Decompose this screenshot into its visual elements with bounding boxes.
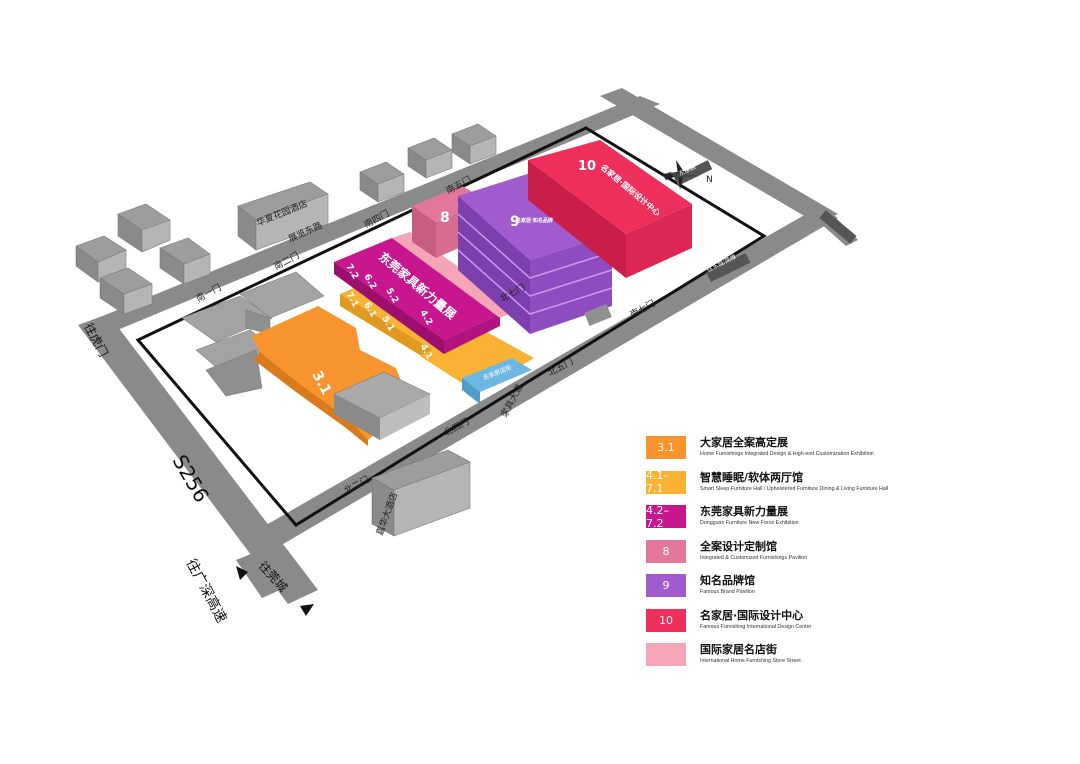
road-right: [600, 88, 838, 224]
legend-badge: 4.1–7.1: [646, 469, 686, 495]
hall-9: [457, 170, 613, 334]
hall-9-sign: 名家居·知名品牌: [516, 217, 553, 224]
legend-badge: 3.1: [646, 436, 686, 459]
legend-subtitle: International Home Furnishing Store Stre…: [700, 658, 801, 664]
legend-badge: 10: [646, 608, 686, 632]
legend-row: 9 知名品牌馆 Famous Brand Pavilion: [646, 574, 936, 609]
blue-hall: [462, 358, 532, 392]
arrow-left-icon: [236, 566, 248, 580]
legend-subtitle: Dongguan Furniture New Force Exhibition: [700, 520, 799, 526]
grey-hall-south: [333, 371, 431, 440]
legend-badge: [646, 643, 686, 666]
legend-title: 大家居全案高定展: [700, 436, 788, 449]
blue-hall-side: [462, 378, 480, 404]
legend-row: 4.2–7.2 东莞家具新力量展 Dongguan Furniture New F…: [646, 504, 936, 540]
legend-title: 知名品牌馆: [700, 574, 755, 587]
legend-subtitle: Famous Furnishing International Design C…: [700, 623, 812, 630]
legend: 3.1 大家居全案高定展 Home Furnishings Integrated …: [646, 436, 936, 678]
legend-badge: 8: [646, 539, 686, 563]
map-sign-box: [706, 252, 751, 283]
legend-subtitle: Famous Brand Pavilion: [700, 589, 755, 595]
legend-title: 全案设计定制馆: [700, 539, 777, 553]
road-top: [88, 96, 660, 334]
hall-label-10: 10: [578, 159, 596, 174]
hall-10: [528, 140, 692, 278]
road-ext-bottom: [236, 552, 280, 598]
direction-guangshen: 往广深高速: [182, 556, 230, 626]
store-street: [392, 232, 518, 318]
legend-title: 国际家居名店街: [700, 643, 777, 656]
map-sign-box: [584, 304, 612, 326]
hall-label-9: 9: [510, 214, 520, 230]
legend-badge: 4.2–7.2: [646, 504, 686, 530]
compass-icon: N: [662, 160, 713, 190]
north-label: N: [706, 175, 713, 185]
legend-row: 3.1 大家居全案高定展 Home Furnishings Integrated …: [646, 436, 936, 471]
legend-title: 名家居·国际设计中心: [700, 608, 804, 622]
legend-subtitle: Integrated & Customized Furnishings Pavi…: [700, 554, 808, 561]
legend-badge: 9: [646, 574, 686, 597]
map-sign-box: [819, 210, 857, 244]
legend-title: 智慧睡眠/软体两厅馆: [700, 470, 804, 484]
surrounding-buildings: [75, 123, 497, 537]
legend-subtitle: Home Furnishings Integrated Design & Hig…: [700, 451, 874, 457]
map-sign-box: [673, 160, 713, 186]
hall-label-8: 8: [440, 210, 450, 226]
legend-row: 国际家居名店街 International Home Furnishing Sto…: [646, 643, 936, 678]
legend-subtitle: Smart Sleep Furniture Hall / Upholstered…: [700, 485, 889, 492]
hall-4-2-to-7-2: [334, 238, 500, 354]
arrow-right-icon: [300, 604, 314, 616]
legend-title: 东莞家具新力量展: [700, 505, 788, 518]
